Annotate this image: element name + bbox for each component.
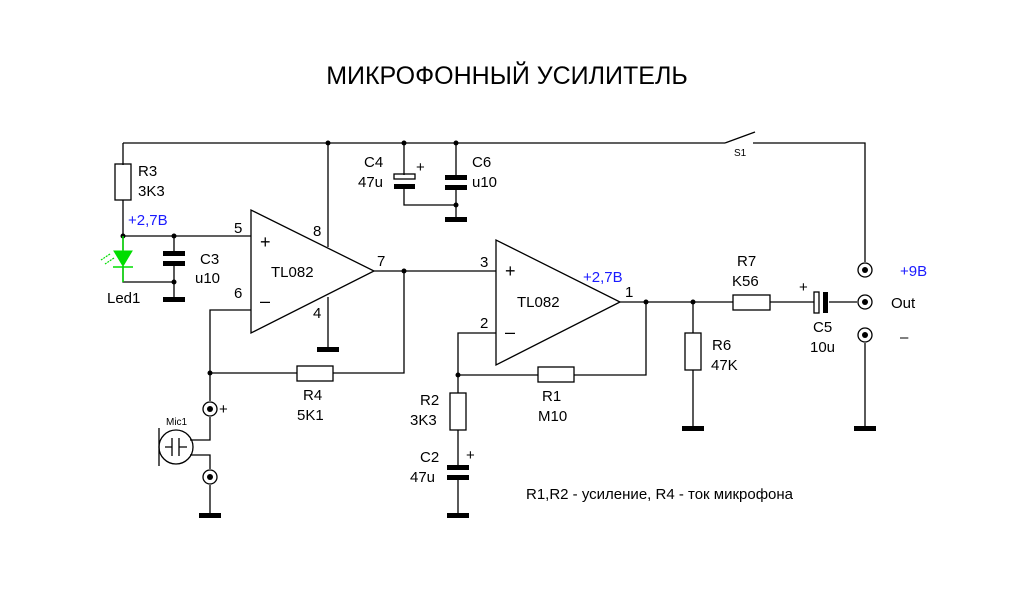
note-text: R1,R2 - усиление, R4 - ток микрофона xyxy=(526,486,794,503)
terminal-plus9v xyxy=(857,262,873,278)
schematic-title: МИКРОФОННЫЙ УСИЛИТЕЛЬ xyxy=(326,60,688,90)
pin-3: 3 xyxy=(480,254,488,271)
capacitor-c4 xyxy=(393,173,416,189)
pin-2: 2 xyxy=(480,315,488,332)
microphone-icon xyxy=(158,401,218,485)
opamp-u2: +– xyxy=(495,238,622,367)
svg-text:+: + xyxy=(260,232,271,252)
c4-value: 47u xyxy=(358,174,383,191)
c3-name: C3 xyxy=(200,251,219,268)
voltage-in-bias: +2,7B xyxy=(128,212,168,229)
led-icon xyxy=(100,236,133,282)
terminal-out xyxy=(857,294,873,310)
pin-7: 7 xyxy=(377,253,385,270)
resistor-r3 xyxy=(114,163,132,201)
c5-name: C5 xyxy=(813,319,832,336)
r3-name: R3 xyxy=(138,163,157,180)
ground-symbols xyxy=(163,217,876,518)
r4-name: R4 xyxy=(303,387,322,404)
resistor-r7 xyxy=(732,294,771,311)
mic-plus: + xyxy=(219,401,228,418)
led-name: Led1 xyxy=(107,290,140,307)
c4-plus: + xyxy=(416,159,425,176)
u2-name: TL082 xyxy=(517,294,560,311)
capacitor-c3 xyxy=(163,251,185,266)
resistor-r6 xyxy=(684,332,702,371)
pin-5: 5 xyxy=(234,220,242,237)
r6-value: 47K xyxy=(711,357,738,374)
c5-value: 10u xyxy=(810,339,835,356)
r7-value: K56 xyxy=(732,273,759,290)
c2-value: 47u xyxy=(410,469,435,486)
out-label: Out xyxy=(891,295,916,312)
c4-name: C4 xyxy=(364,154,383,171)
mic-name: Mic1 xyxy=(166,417,188,428)
r1-value: M10 xyxy=(538,408,567,425)
c3-value: u10 xyxy=(195,270,220,287)
svg-text:–: – xyxy=(260,291,270,311)
minus-label: – xyxy=(900,329,909,346)
opamp-u1: +– xyxy=(250,208,376,335)
r1-name: R1 xyxy=(542,388,561,405)
r3-value: 3K3 xyxy=(138,183,165,200)
svg-text:+: + xyxy=(505,261,516,281)
r2-value: 3K3 xyxy=(410,412,437,429)
voltage-out-bias: +2,7B xyxy=(583,269,623,286)
svg-text:–: – xyxy=(505,322,515,342)
c2-plus: + xyxy=(466,447,475,464)
r7-name: R7 xyxy=(737,253,756,270)
r4-value: 5K1 xyxy=(297,407,324,424)
c6-value: u10 xyxy=(472,174,497,191)
capacitor-c2 xyxy=(447,465,469,480)
capacitor-c6 xyxy=(445,175,467,190)
resistor-r1 xyxy=(537,366,575,383)
r6-name: R6 xyxy=(712,337,731,354)
c5-plus: + xyxy=(799,279,808,296)
capacitor-c5 xyxy=(813,291,828,314)
voltage-supply: +9B xyxy=(900,263,927,280)
pin-4: 4 xyxy=(313,305,321,322)
pin-8: 8 xyxy=(313,223,321,240)
resistor-r2 xyxy=(449,392,467,431)
pin-1: 1 xyxy=(625,284,633,301)
c2-name: C2 xyxy=(420,449,439,466)
junctions xyxy=(120,140,696,378)
r2-name: R2 xyxy=(420,392,439,409)
s1-name: S1 xyxy=(734,148,747,159)
pin-6: 6 xyxy=(234,285,242,302)
u1-name: TL082 xyxy=(271,264,314,281)
terminal-minus xyxy=(857,327,873,343)
resistor-r4 xyxy=(296,365,334,382)
c6-name: C6 xyxy=(472,154,491,171)
